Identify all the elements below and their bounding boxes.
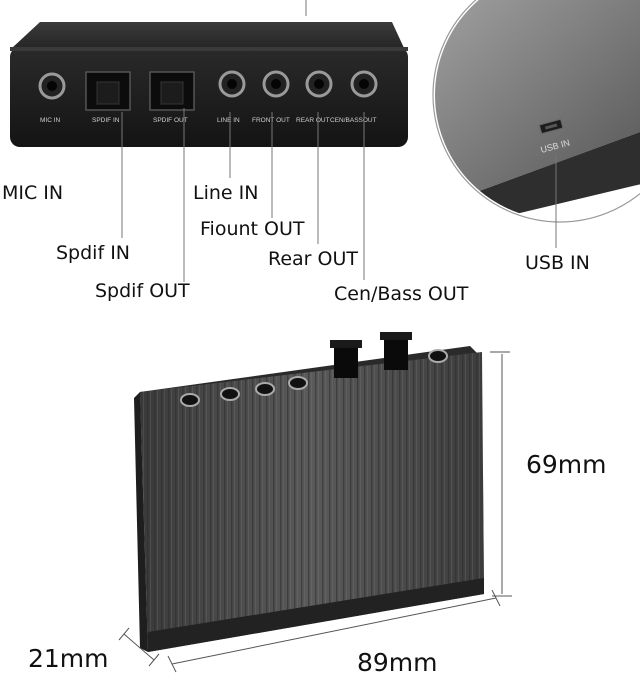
front-out-jack-icon xyxy=(262,70,290,98)
optical-caps xyxy=(330,332,412,378)
panel-label-cen-bass-out: CEN/BASSOUT xyxy=(330,117,377,124)
dimension-lines xyxy=(118,351,512,673)
box-device xyxy=(134,332,484,652)
callout-line-in: Line IN xyxy=(193,182,259,204)
callout-usb-in: USB IN xyxy=(525,252,590,274)
mic-in-jack-icon xyxy=(38,72,66,100)
callout-spdif-out: Spdif OUT xyxy=(95,280,190,302)
callout-rear-out: Rear OUT xyxy=(268,248,358,270)
panel-label-rear-out: REAR OUT xyxy=(296,117,330,124)
top-jacks xyxy=(180,349,448,407)
callout-cen-bass-out: Cen/Bass OUT xyxy=(334,283,469,305)
cen-bass-out-jack-icon xyxy=(350,70,378,98)
callout-spdif-in: Spdif IN xyxy=(56,242,131,264)
callout-lines xyxy=(121,0,486,282)
panel-label-spdif-in: SPDIF IN xyxy=(92,117,120,124)
usb-zoom-circle: USB IN xyxy=(432,0,640,223)
panel-label-spdif-out: SPDIF OUT xyxy=(153,117,188,124)
callout-mic-in: MIC IN xyxy=(2,182,64,204)
dimension-depth: 21mm xyxy=(28,644,109,673)
dimension-width: 89mm xyxy=(357,648,438,677)
spdif-out-port-icon xyxy=(149,71,195,111)
rear-out-jack-icon xyxy=(305,70,333,98)
usb-port-icon xyxy=(539,119,564,134)
line-in-jack-icon xyxy=(218,70,246,98)
panel-label-line-in: LINE IN xyxy=(217,117,240,124)
panel-label-mic-in: MIC IN xyxy=(40,117,61,124)
callout-front-out: Fiount OUT xyxy=(200,218,305,240)
spdif-in-port-icon xyxy=(85,71,131,111)
panel-label-front-out: FRONT OUT xyxy=(252,117,290,124)
dimension-height: 69mm xyxy=(526,450,607,479)
front-panel-device: MIC IN SPDIF IN SPDIF OUT LINE IN FRONT … xyxy=(10,22,408,147)
